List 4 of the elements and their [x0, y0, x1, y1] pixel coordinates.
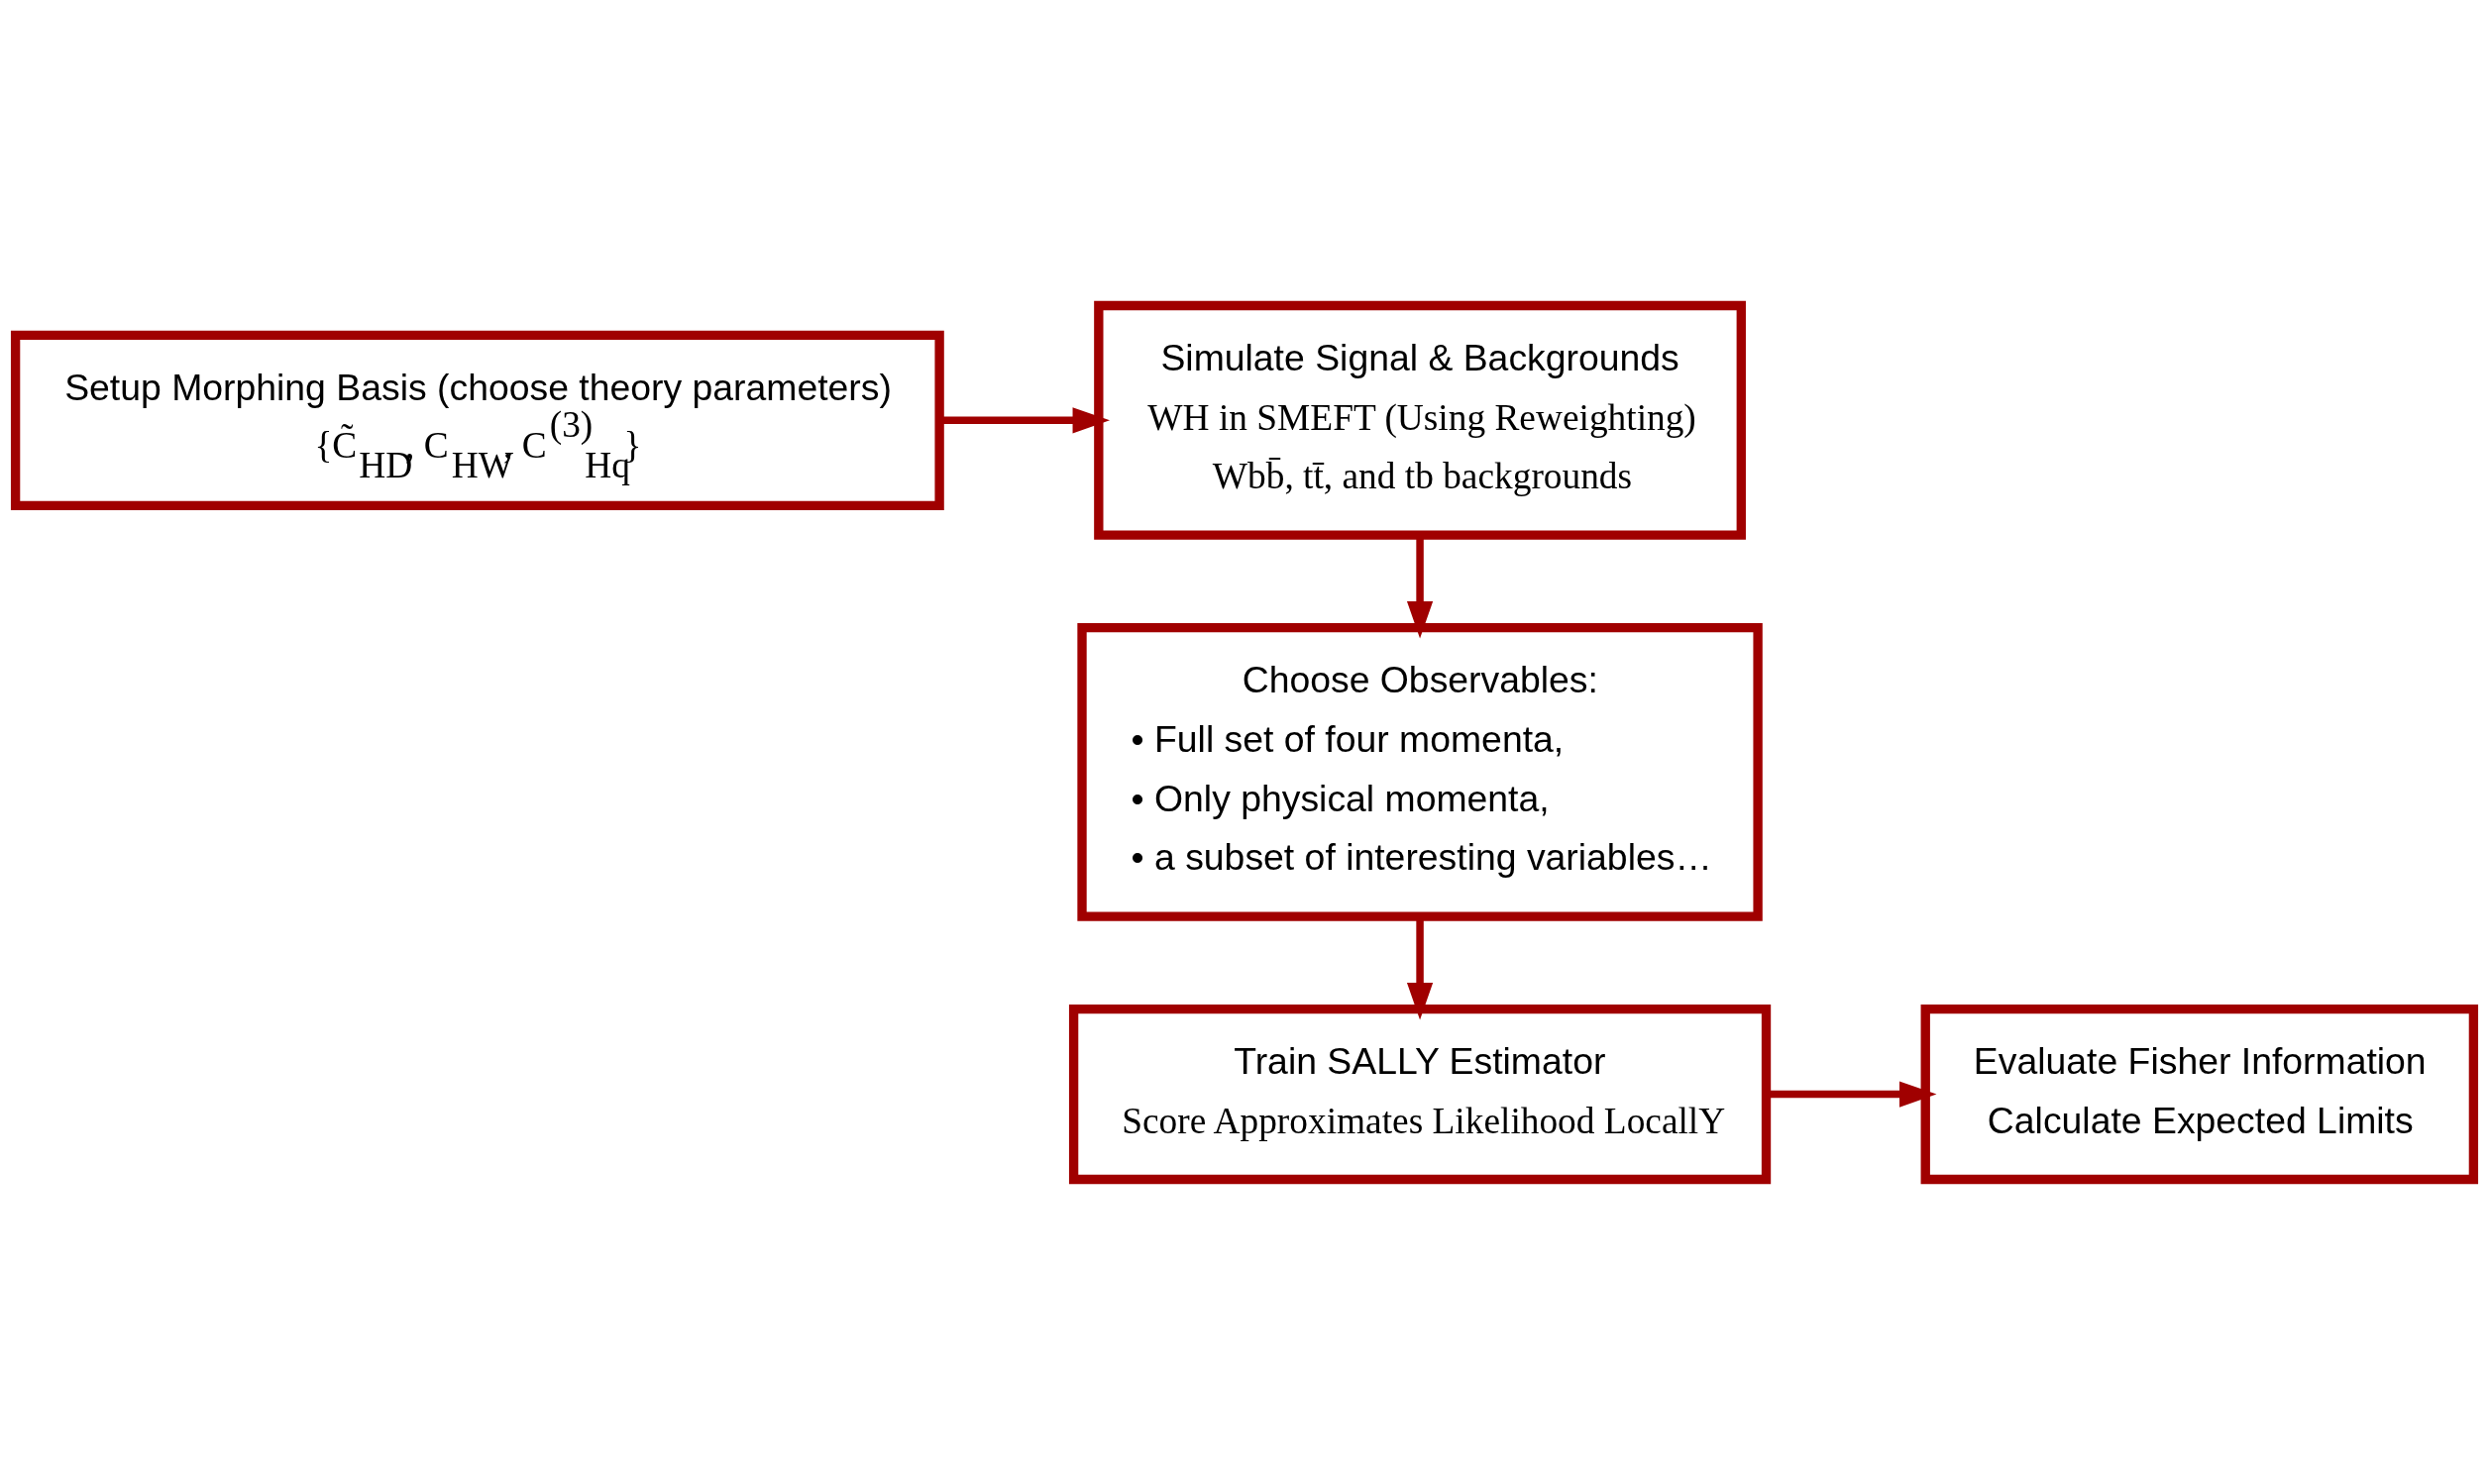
node-box: Choose Observables: • Full set of four momenta, • Only physical momenta, • a subset of interesting variables…	[1077, 622, 1763, 921]
node-box: Evaluate Fisher Information Calculate Expected Limits	[1920, 1004, 2479, 1184]
node-box: Simulate Signal & Backgrounds WH in SMEFT (Using Reweighting) Wbb̄, tt̄, and tb backgrounds	[1094, 300, 1746, 540]
node-box: Train SALLY Estimator Score Approximates Likelihood LocallY	[1068, 1004, 1772, 1184]
